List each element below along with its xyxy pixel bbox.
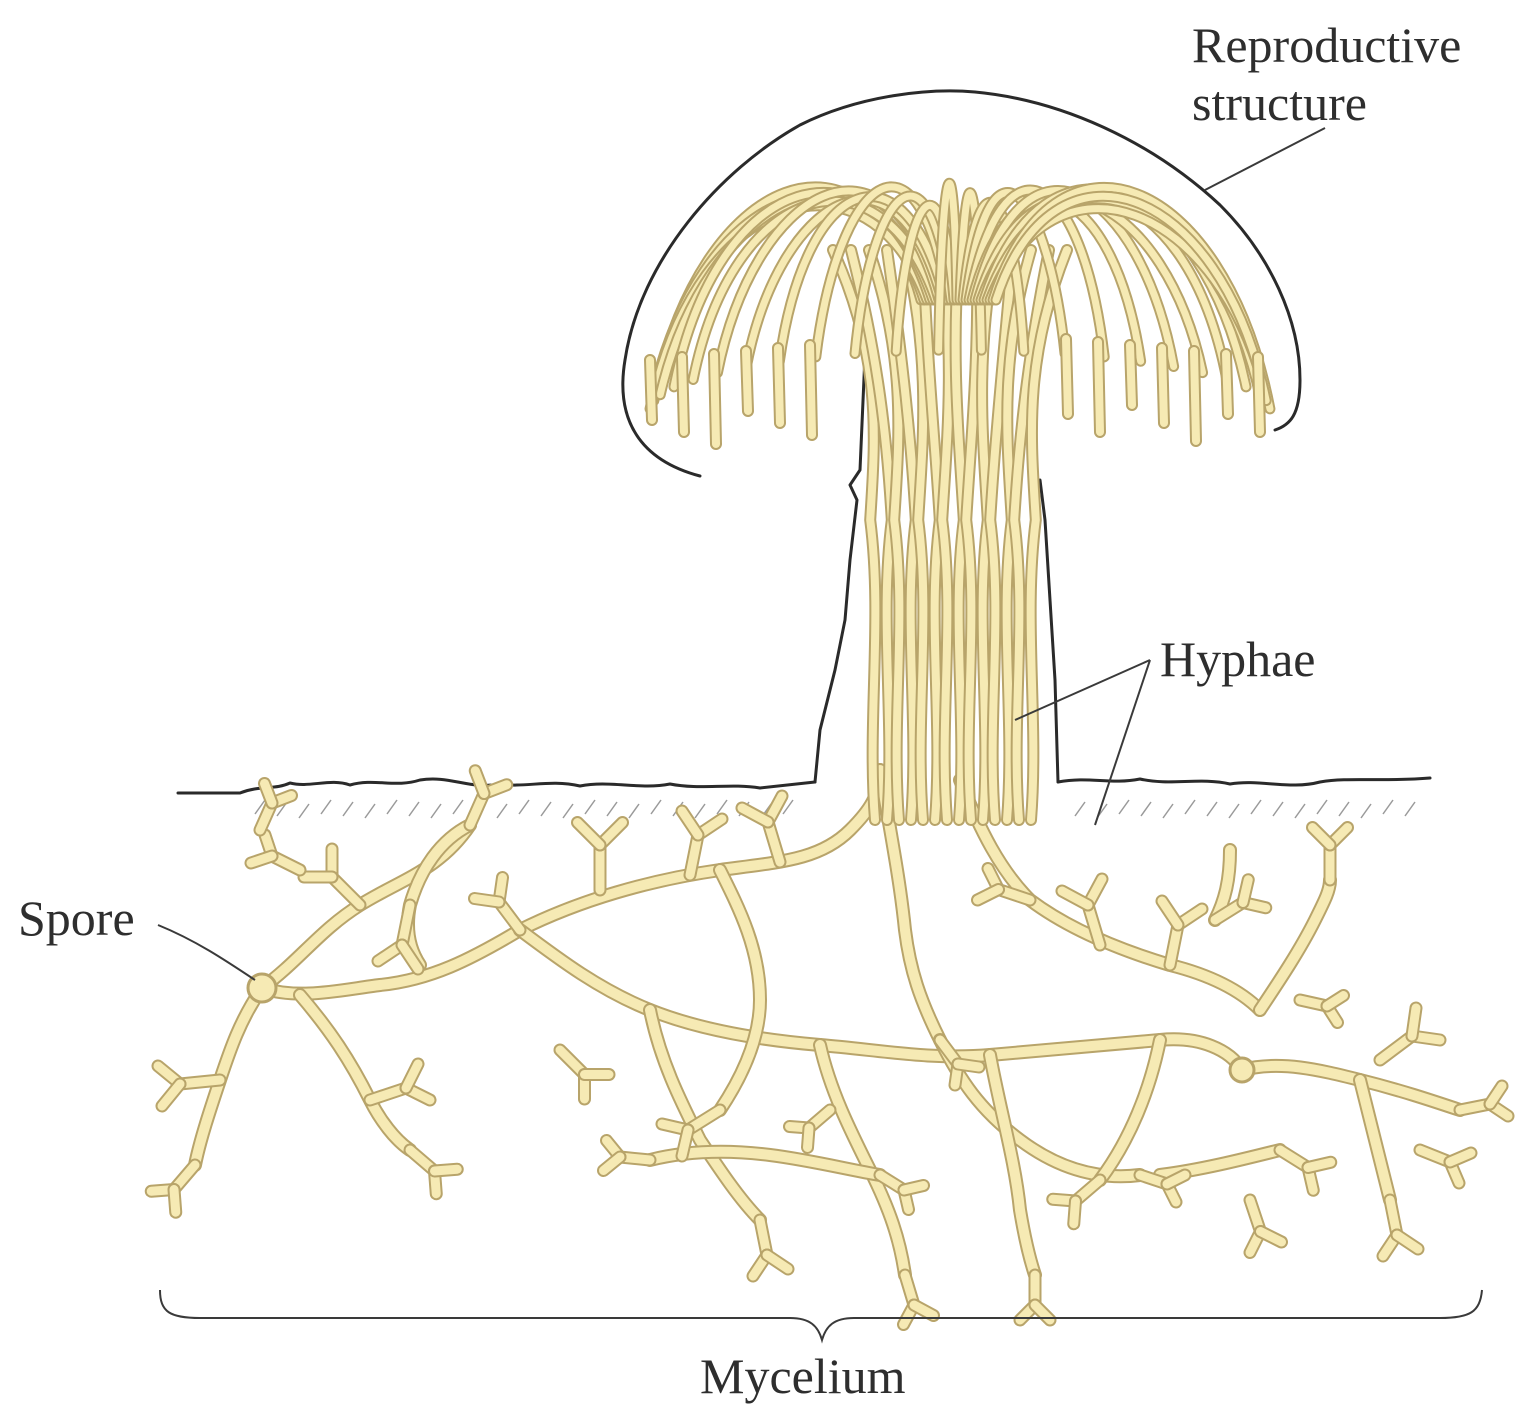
hyphae-leader-2 (1095, 660, 1150, 825)
mycelium-twig (1062, 891, 1088, 905)
soil-hatch-mark (717, 800, 727, 814)
mycelium-twig (904, 1186, 924, 1191)
mycelium-twig (1167, 1175, 1185, 1184)
label-reproductive-line1: Reproductive (1192, 17, 1461, 73)
mycelium-twig (958, 1064, 979, 1067)
mycelium-hypha (1360, 1080, 1390, 1200)
gill-hypha (1098, 342, 1100, 432)
soil-hatch-mark (409, 802, 419, 816)
label-reproductive-line2: structure (1192, 75, 1367, 131)
mycelium-twig (435, 1169, 458, 1171)
soil-hatch-mark (695, 804, 705, 818)
mycelium-twig (682, 811, 698, 835)
label-mycelium: Mycelium (700, 1348, 906, 1404)
ground-surface (178, 778, 1430, 818)
soil-hatch-mark (1185, 800, 1195, 814)
gill-hypha (778, 348, 780, 423)
soil-hatch-mark (651, 800, 661, 814)
soil-hatch-mark (519, 800, 529, 814)
spore-right (1230, 1058, 1254, 1082)
mycelium-twig (265, 784, 273, 804)
soil-hatch-mark (1229, 804, 1239, 818)
mycelium-twig (162, 1084, 180, 1106)
gill-hypha (1258, 357, 1260, 432)
gill-hypha (650, 360, 652, 420)
soil-hatch-mark (1163, 804, 1173, 818)
mycelium-network (151, 183, 1508, 1324)
mycelium-bracket (160, 1290, 1482, 1340)
soil-hatch-mark (1361, 804, 1371, 818)
mycelium-twig (767, 1255, 788, 1269)
mycelium-hypha (720, 870, 760, 1110)
soil-hatch-mark (387, 800, 397, 814)
mycelium-twig (1450, 1153, 1471, 1162)
gill-hypha (1226, 354, 1228, 414)
soil-hatch-mark (607, 802, 617, 816)
mycelium-hypha (1260, 880, 1330, 1010)
soil-hatch-mark (1295, 804, 1305, 818)
mycelium-twig (604, 1157, 621, 1171)
mycelium-twig (1313, 828, 1331, 846)
mycelium-twig (682, 1130, 688, 1156)
mycelium-twig (742, 808, 768, 822)
gill-hypha (1066, 339, 1068, 414)
mycelium-twig (1243, 880, 1248, 903)
gill-hypha (682, 357, 684, 432)
soil-hatch-mark (1251, 800, 1261, 814)
mycelium-twig (174, 1190, 176, 1213)
soil-hatch-mark (1405, 802, 1415, 816)
soil-hatch-mark (1383, 800, 1393, 814)
soil-hatch-mark (1273, 802, 1283, 816)
soil-hatch-mark (1317, 800, 1327, 814)
mycelium-twig (1490, 1086, 1502, 1104)
gill-hypha (746, 351, 748, 411)
mycelium-twig (1074, 1201, 1076, 1224)
mycelium-twig (406, 1064, 418, 1088)
mycelium-twig (808, 1128, 810, 1148)
label-hyphae: Hyphae (1160, 631, 1316, 687)
mycelium-twig (1261, 1232, 1282, 1243)
soil-hatch-mark (431, 804, 441, 818)
mycelium-twig (475, 899, 500, 903)
mycelium-hypha (990, 1055, 1035, 1275)
reproductive-leader (1205, 128, 1325, 190)
soil-hatch-mark (497, 804, 507, 818)
mycelium-twig (1162, 901, 1178, 925)
soil-hatch-mark (563, 804, 573, 818)
mycelium-hypha (1242, 1066, 1460, 1110)
mycelium-twig (914, 1305, 934, 1316)
mycelium-hypha (300, 995, 410, 1150)
mycelium-twig (978, 890, 999, 901)
soil-hatch-mark (365, 804, 375, 818)
mycelium-twig (1397, 1235, 1418, 1249)
soil-hatch-mark (541, 802, 551, 816)
mycelium-twig (1308, 1162, 1331, 1167)
mycelium-twig (251, 856, 272, 863)
soil-hatch-mark (321, 800, 331, 814)
mycelium-twig (1327, 996, 1344, 1007)
gill-hypha (1162, 348, 1164, 423)
soil-hatch-mark (1339, 802, 1349, 816)
mycelium-twig (578, 823, 601, 846)
soil-hatch-mark (299, 804, 309, 818)
label-spore: Spore (18, 890, 135, 946)
soil-hatching (255, 800, 1415, 818)
mycelium-hypha (1100, 1040, 1160, 1180)
gill-hypha (714, 354, 716, 444)
gill-hypha (810, 345, 812, 435)
gill-hypha (1194, 351, 1196, 441)
gill-hypha (1130, 345, 1132, 405)
soil-hatch-mark (1119, 800, 1129, 814)
mycelium-twig (1412, 1008, 1416, 1036)
spore-leader (158, 925, 255, 980)
soil-hatch-mark (1207, 802, 1217, 816)
soil-hatch-mark (1075, 802, 1085, 816)
soil-hatch-mark (629, 804, 639, 818)
soil-hatch-mark (343, 802, 353, 816)
mycelium-twig (475, 771, 484, 794)
soil-hatch-mark (453, 800, 463, 814)
soil-hatch-mark (585, 800, 595, 814)
soil-hatch-mark (1141, 802, 1151, 816)
